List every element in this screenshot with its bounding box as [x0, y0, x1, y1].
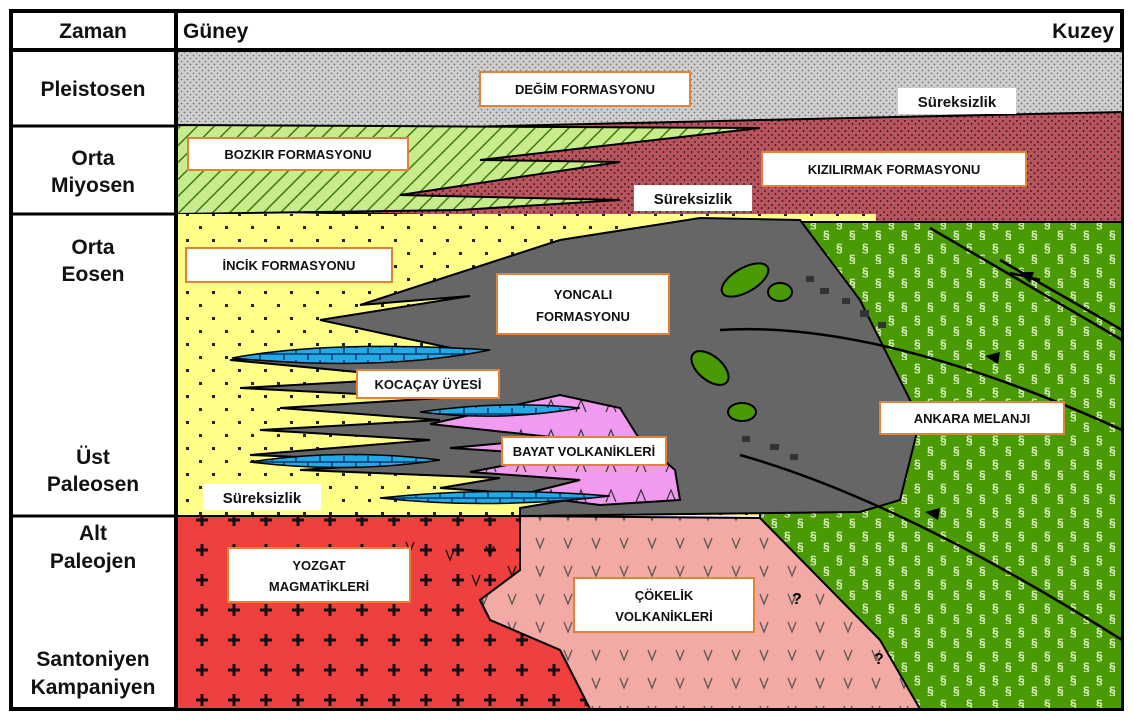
- label-bozkir-text: BOZKIR FORMASYONU: [224, 147, 371, 162]
- label-yozgat-line1: YOZGAT: [292, 558, 345, 573]
- period-ust-paleosen-line2: Paleosen: [47, 473, 139, 496]
- label-incik: İNCİK FORMASYONU: [186, 248, 392, 282]
- label-yoncali: YONCALI FORMASYONU: [497, 274, 669, 334]
- period-pleistosen: Pleistosen: [40, 78, 145, 101]
- unconformity-middle-text: Süreksizlik: [654, 191, 733, 208]
- period-ust-paleosen-line1: Üst: [76, 446, 110, 469]
- time-header: Zaman: [59, 20, 127, 43]
- label-incik-text: İNCİK FORMASYONU: [223, 258, 356, 273]
- period-orta-eosen-line1: Orta: [71, 236, 115, 259]
- period-santoniyen-line1: Santoniyen: [36, 648, 149, 671]
- period-kampaniyen-line2: Kampaniyen: [31, 676, 156, 699]
- label-degim-text: DEĞİM FORMASYONU: [515, 82, 655, 97]
- label-yoncali-line2: FORMASYONU: [536, 309, 630, 324]
- question-mark-2: ?: [874, 651, 884, 668]
- unconformity-bottom: Süreksizlik: [203, 484, 321, 510]
- unconformity-middle: Süreksizlik: [634, 185, 752, 211]
- question-mark-1: ?: [792, 591, 802, 608]
- label-degim: DEĞİM FORMASYONU: [480, 72, 690, 106]
- label-kocacay: KOCAÇAY ÜYESİ: [357, 370, 499, 398]
- north-label: Kuzey: [1052, 20, 1114, 43]
- period-alt-paleojen-line1: Alt: [79, 522, 107, 545]
- period-orta-eosen-line2: Eosen: [61, 263, 124, 286]
- label-yozgat: YOZGAT MAGMATİKLERİ: [228, 548, 410, 602]
- label-kizilirmak-text: KIZILIRMAK FORMASYONU: [808, 162, 981, 177]
- label-cokelik: ÇÖKELİK VOLKANİKLERİ: [574, 578, 754, 632]
- period-alt-paleojen-line2: Paleojen: [50, 550, 136, 573]
- label-cokelik-line1: ÇÖKELİK: [635, 588, 694, 603]
- period-orta-miyosen-line2: Miyosen: [51, 174, 135, 197]
- label-kocacay-text: KOCAÇAY ÜYESİ: [375, 377, 482, 392]
- label-ankara-text: ANKARA MELANJI: [914, 411, 1031, 426]
- label-ankara: ANKARA MELANJI: [880, 402, 1064, 434]
- label-cokelik-line2: VOLKANİKLERİ: [615, 609, 713, 624]
- unconformity-top-text: Süreksizlik: [918, 94, 997, 111]
- label-bozkir: BOZKIR FORMASYONU: [188, 138, 408, 170]
- unconformity-top: Süreksizlik: [898, 88, 1016, 114]
- label-bayat: BAYAT VOLKANİKLERİ: [502, 437, 666, 465]
- unconformity-bottom-text: Süreksizlik: [223, 490, 302, 507]
- label-yozgat-line2: MAGMATİKLERİ: [269, 579, 369, 594]
- south-label: Güney: [183, 20, 249, 43]
- label-bayat-text: BAYAT VOLKANİKLERİ: [513, 444, 656, 459]
- label-yoncali-line1: YONCALI: [554, 287, 613, 302]
- label-kizilirmak: KIZILIRMAK FORMASYONU: [762, 152, 1026, 186]
- period-orta-miyosen-line1: Orta: [71, 147, 115, 170]
